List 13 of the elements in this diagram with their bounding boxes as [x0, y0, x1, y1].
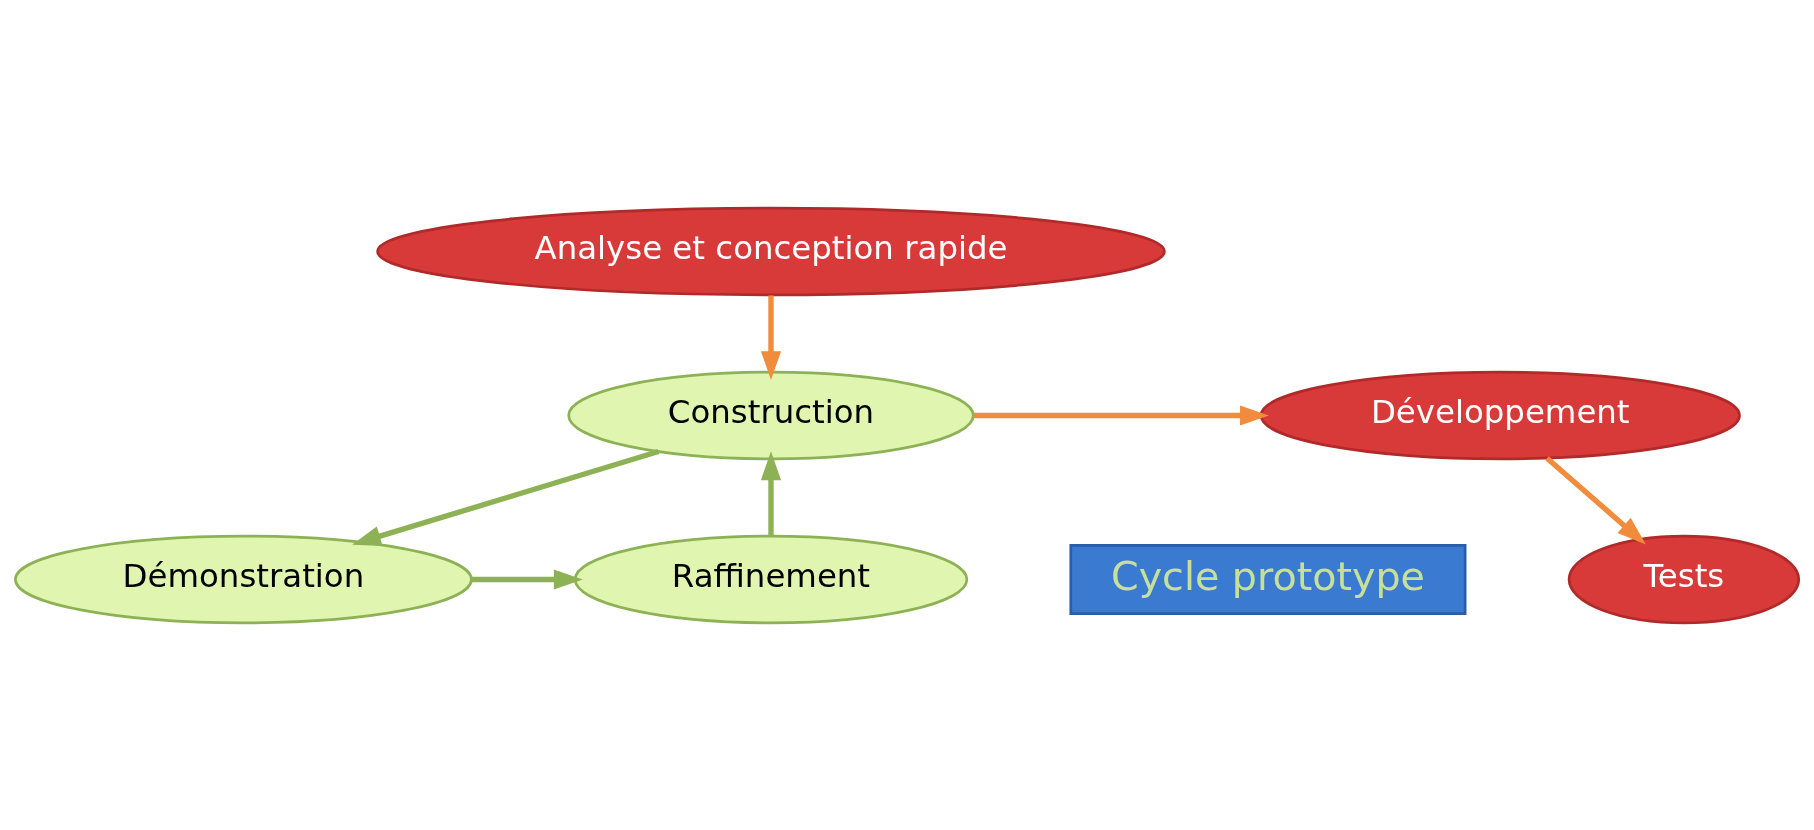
arrow	[471, 568, 583, 590]
node-ellipse: Analyse et conception rapide	[376, 206, 1166, 296]
node-ellipse: Tests	[1567, 534, 1801, 624]
arrow	[760, 450, 782, 536]
arrow	[1545, 455, 1646, 544]
node-ellipse: Démonstration	[14, 534, 473, 624]
node-ellipse: Développement	[1259, 370, 1741, 460]
arrow	[760, 294, 782, 380]
node-box: Cycle prototype	[1069, 543, 1467, 615]
arrow	[973, 404, 1269, 426]
node-ellipse: Construction	[567, 370, 975, 460]
arrow	[352, 448, 660, 546]
node-ellipse: Raffinement	[573, 534, 969, 624]
